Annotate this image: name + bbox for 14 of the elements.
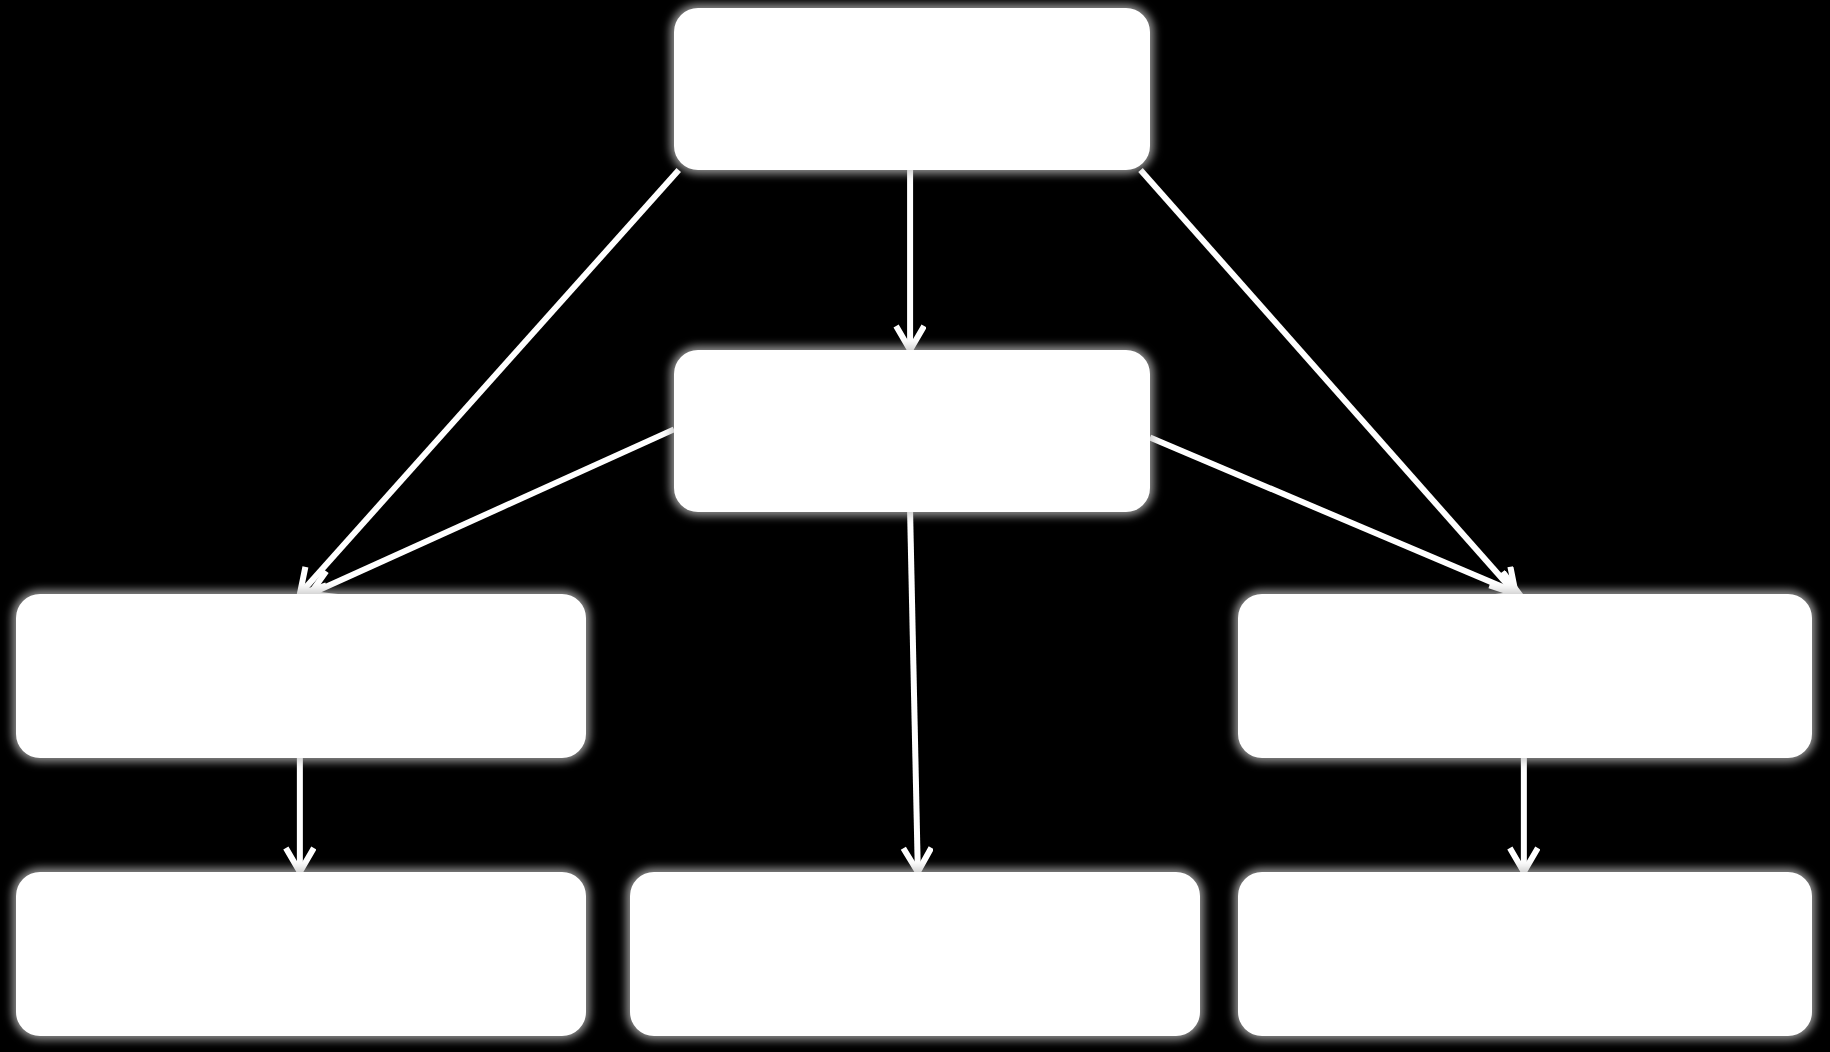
process-box [630,872,1200,1036]
process-box [674,350,1150,512]
process-box [16,872,586,1036]
arrow [296,168,681,597]
arrow [893,170,928,353]
arrow [1506,758,1541,875]
process-box [1238,594,1812,758]
process-box [674,8,1150,170]
arrow [282,758,317,875]
arrow [1138,168,1519,597]
arrow [900,511,935,875]
process-box [1238,872,1812,1036]
arrow [307,426,676,600]
process-box [16,594,586,758]
